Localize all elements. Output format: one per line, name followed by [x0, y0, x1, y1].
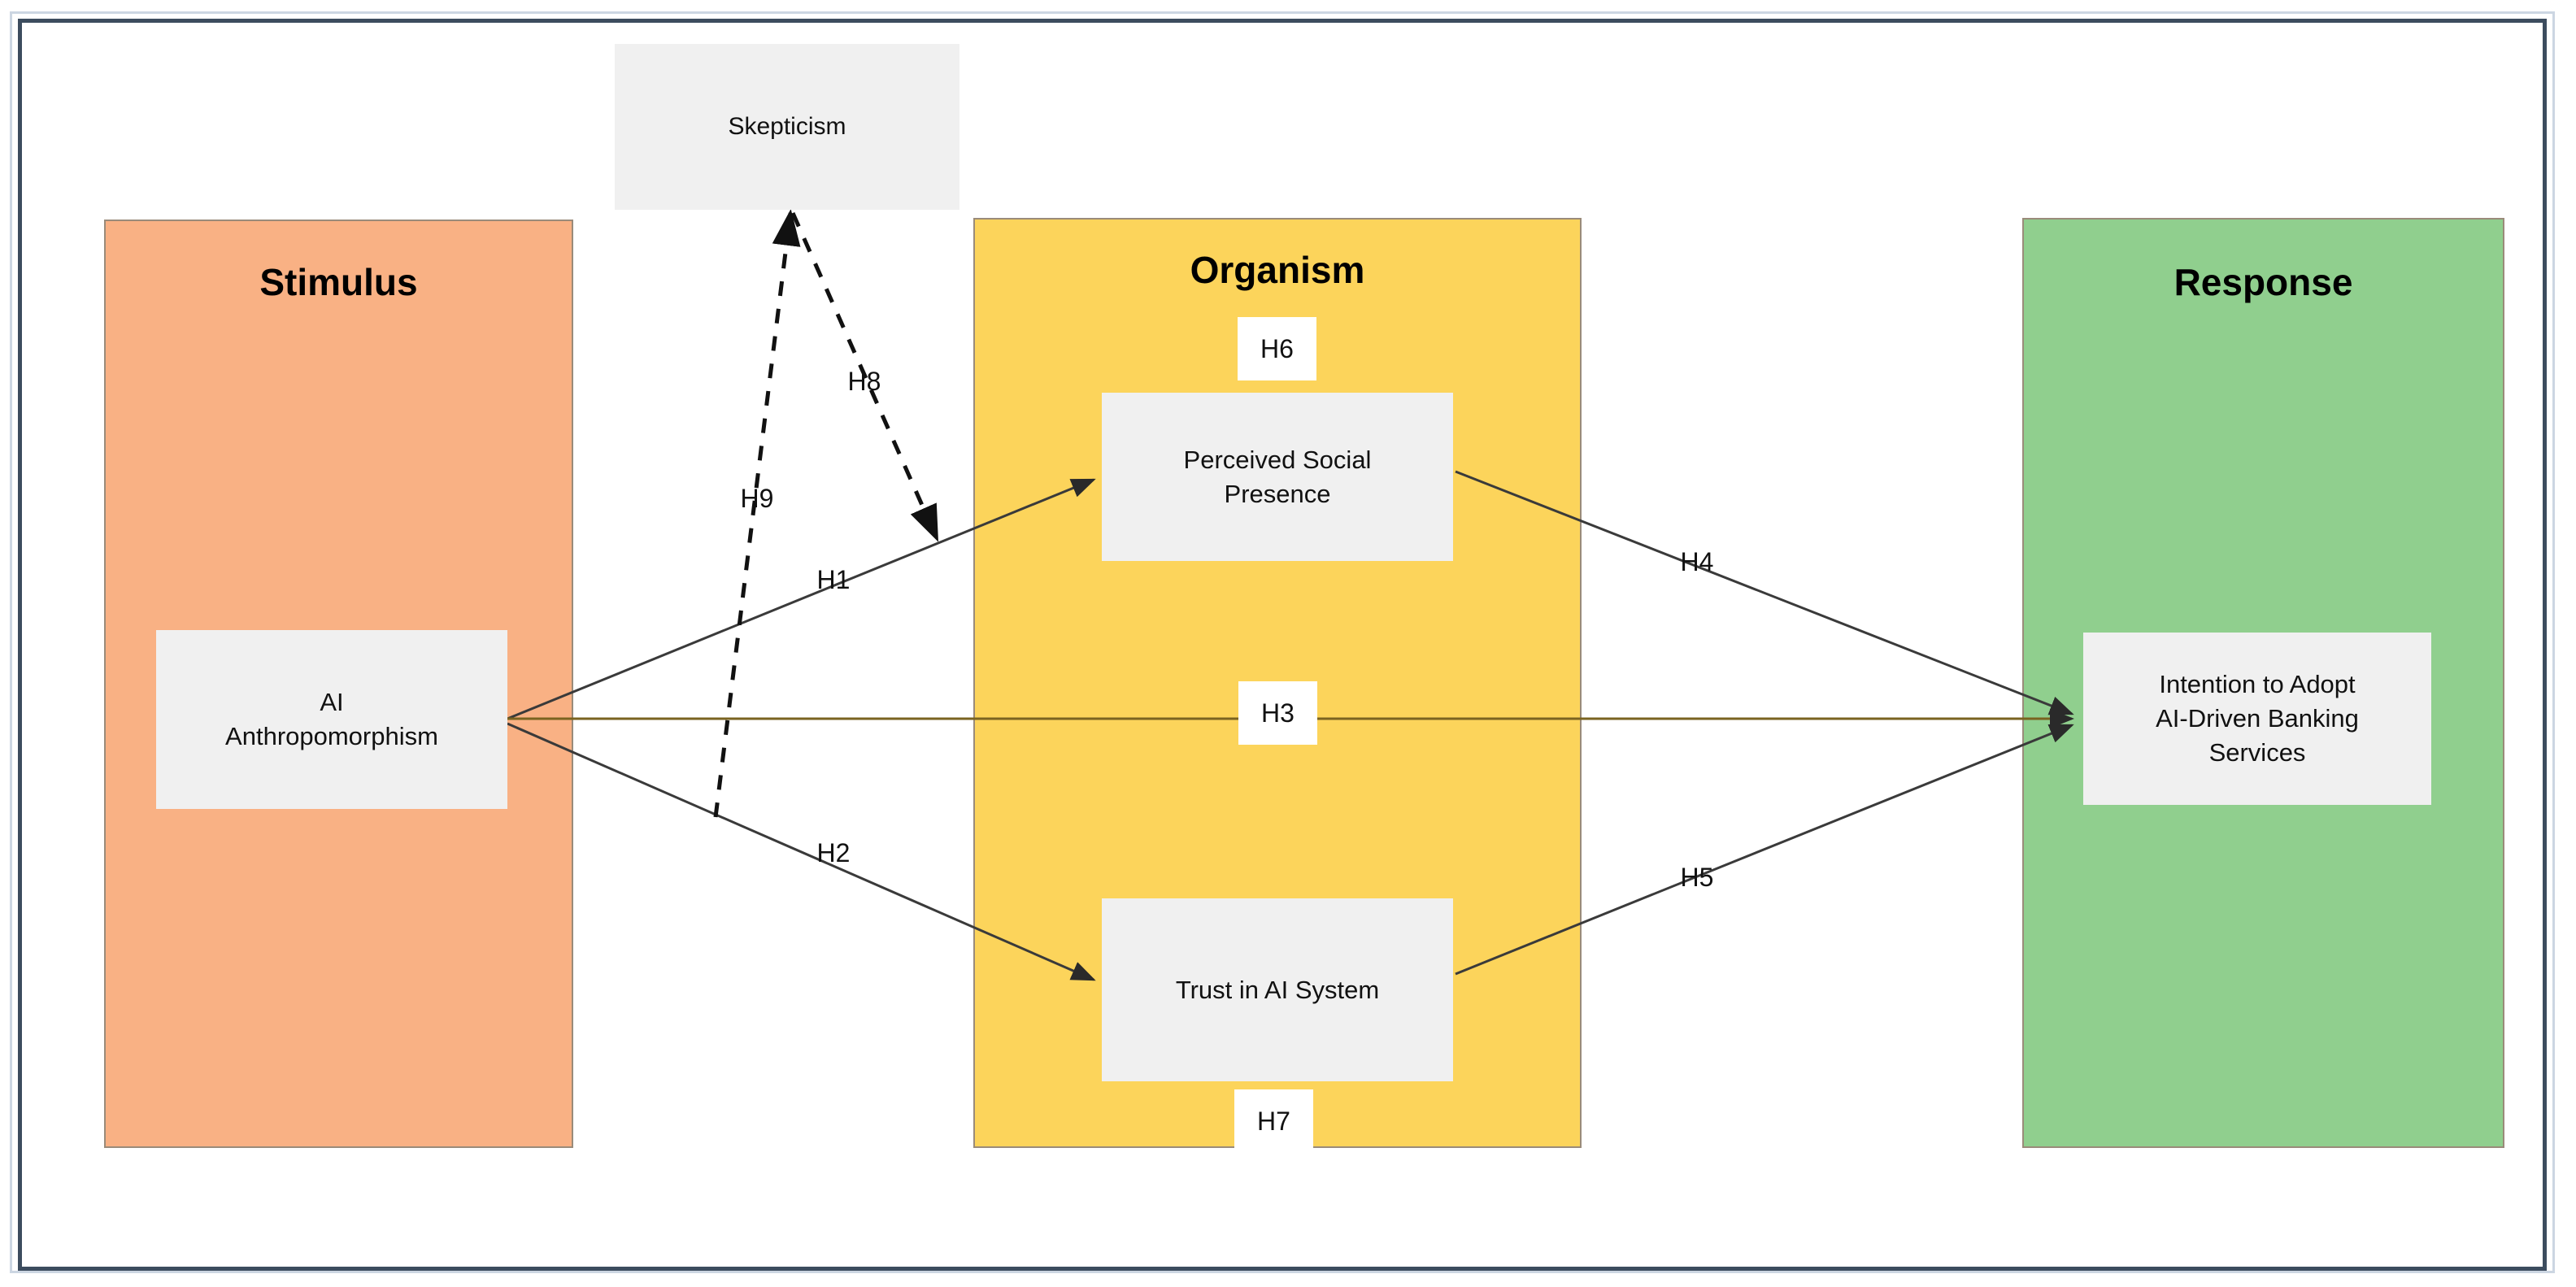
node-intention-label-line3: Services: [2208, 737, 2306, 767]
node-ai-anthropomorphism[interactable]: AI Anthropomorphism: [156, 630, 507, 809]
node-intention-label-line2: AI-Driven Banking: [2156, 704, 2359, 733]
node-ai-anthropomorphism-label-line2: Anthropomorphism: [225, 722, 438, 750]
hypothesis-label-h6: H6: [1238, 317, 1316, 380]
hypothesis-label-h1: H1: [805, 561, 862, 598]
hypothesis-label-h2: H2: [805, 834, 862, 872]
node-perceived-social-presence[interactable]: Perceived Social Presence: [1102, 393, 1453, 561]
hypothesis-label-h8: H8: [836, 363, 893, 400]
node-intention-to-adopt[interactable]: Intention to Adopt AI-Driven Banking Ser…: [2083, 633, 2431, 805]
hypothesis-label-h3-text: H3: [1261, 698, 1295, 728]
node-skepticism-label: Skepticism: [728, 112, 846, 140]
node-perceived-social-presence-label-line1: Perceived Social: [1183, 445, 1372, 474]
hypothesis-label-h5: H5: [1669, 859, 1725, 896]
hypothesis-label-h5-text: H5: [1680, 862, 1714, 892]
band-response-title: Response: [2174, 261, 2353, 303]
band-stimulus-title: Stimulus: [259, 261, 418, 303]
hypothesis-label-h1-text: H1: [816, 564, 851, 594]
node-trust-in-ai-system[interactable]: Trust in AI System: [1102, 898, 1453, 1081]
hypothesis-label-h8-text: H8: [847, 366, 881, 396]
node-perceived-social-presence-label-line2: Presence: [1224, 479, 1331, 508]
hypothesis-label-h2-text: H2: [816, 837, 851, 867]
hypothesis-label-h7-text: H7: [1257, 1106, 1290, 1136]
hypothesis-label-h9: H9: [729, 480, 785, 517]
hypothesis-label-h7: H7: [1234, 1089, 1313, 1153]
hypothesis-label-h6-text: H6: [1260, 333, 1294, 363]
node-skepticism[interactable]: Skepticism: [615, 44, 959, 210]
hypothesis-label-h4-text: H4: [1680, 546, 1714, 576]
node-intention-label-line1: Intention to Adopt: [2159, 670, 2356, 699]
hypothesis-label-h4: H4: [1669, 543, 1725, 580]
hypothesis-label-h9-text: H9: [740, 483, 774, 513]
node-trust-in-ai-system-label: Trust in AI System: [1175, 975, 1380, 1004]
hypothesis-label-h3: H3: [1238, 681, 1317, 745]
node-ai-anthropomorphism-label-line1: AI: [320, 688, 344, 717]
band-organism-title: Organism: [1190, 249, 1365, 291]
